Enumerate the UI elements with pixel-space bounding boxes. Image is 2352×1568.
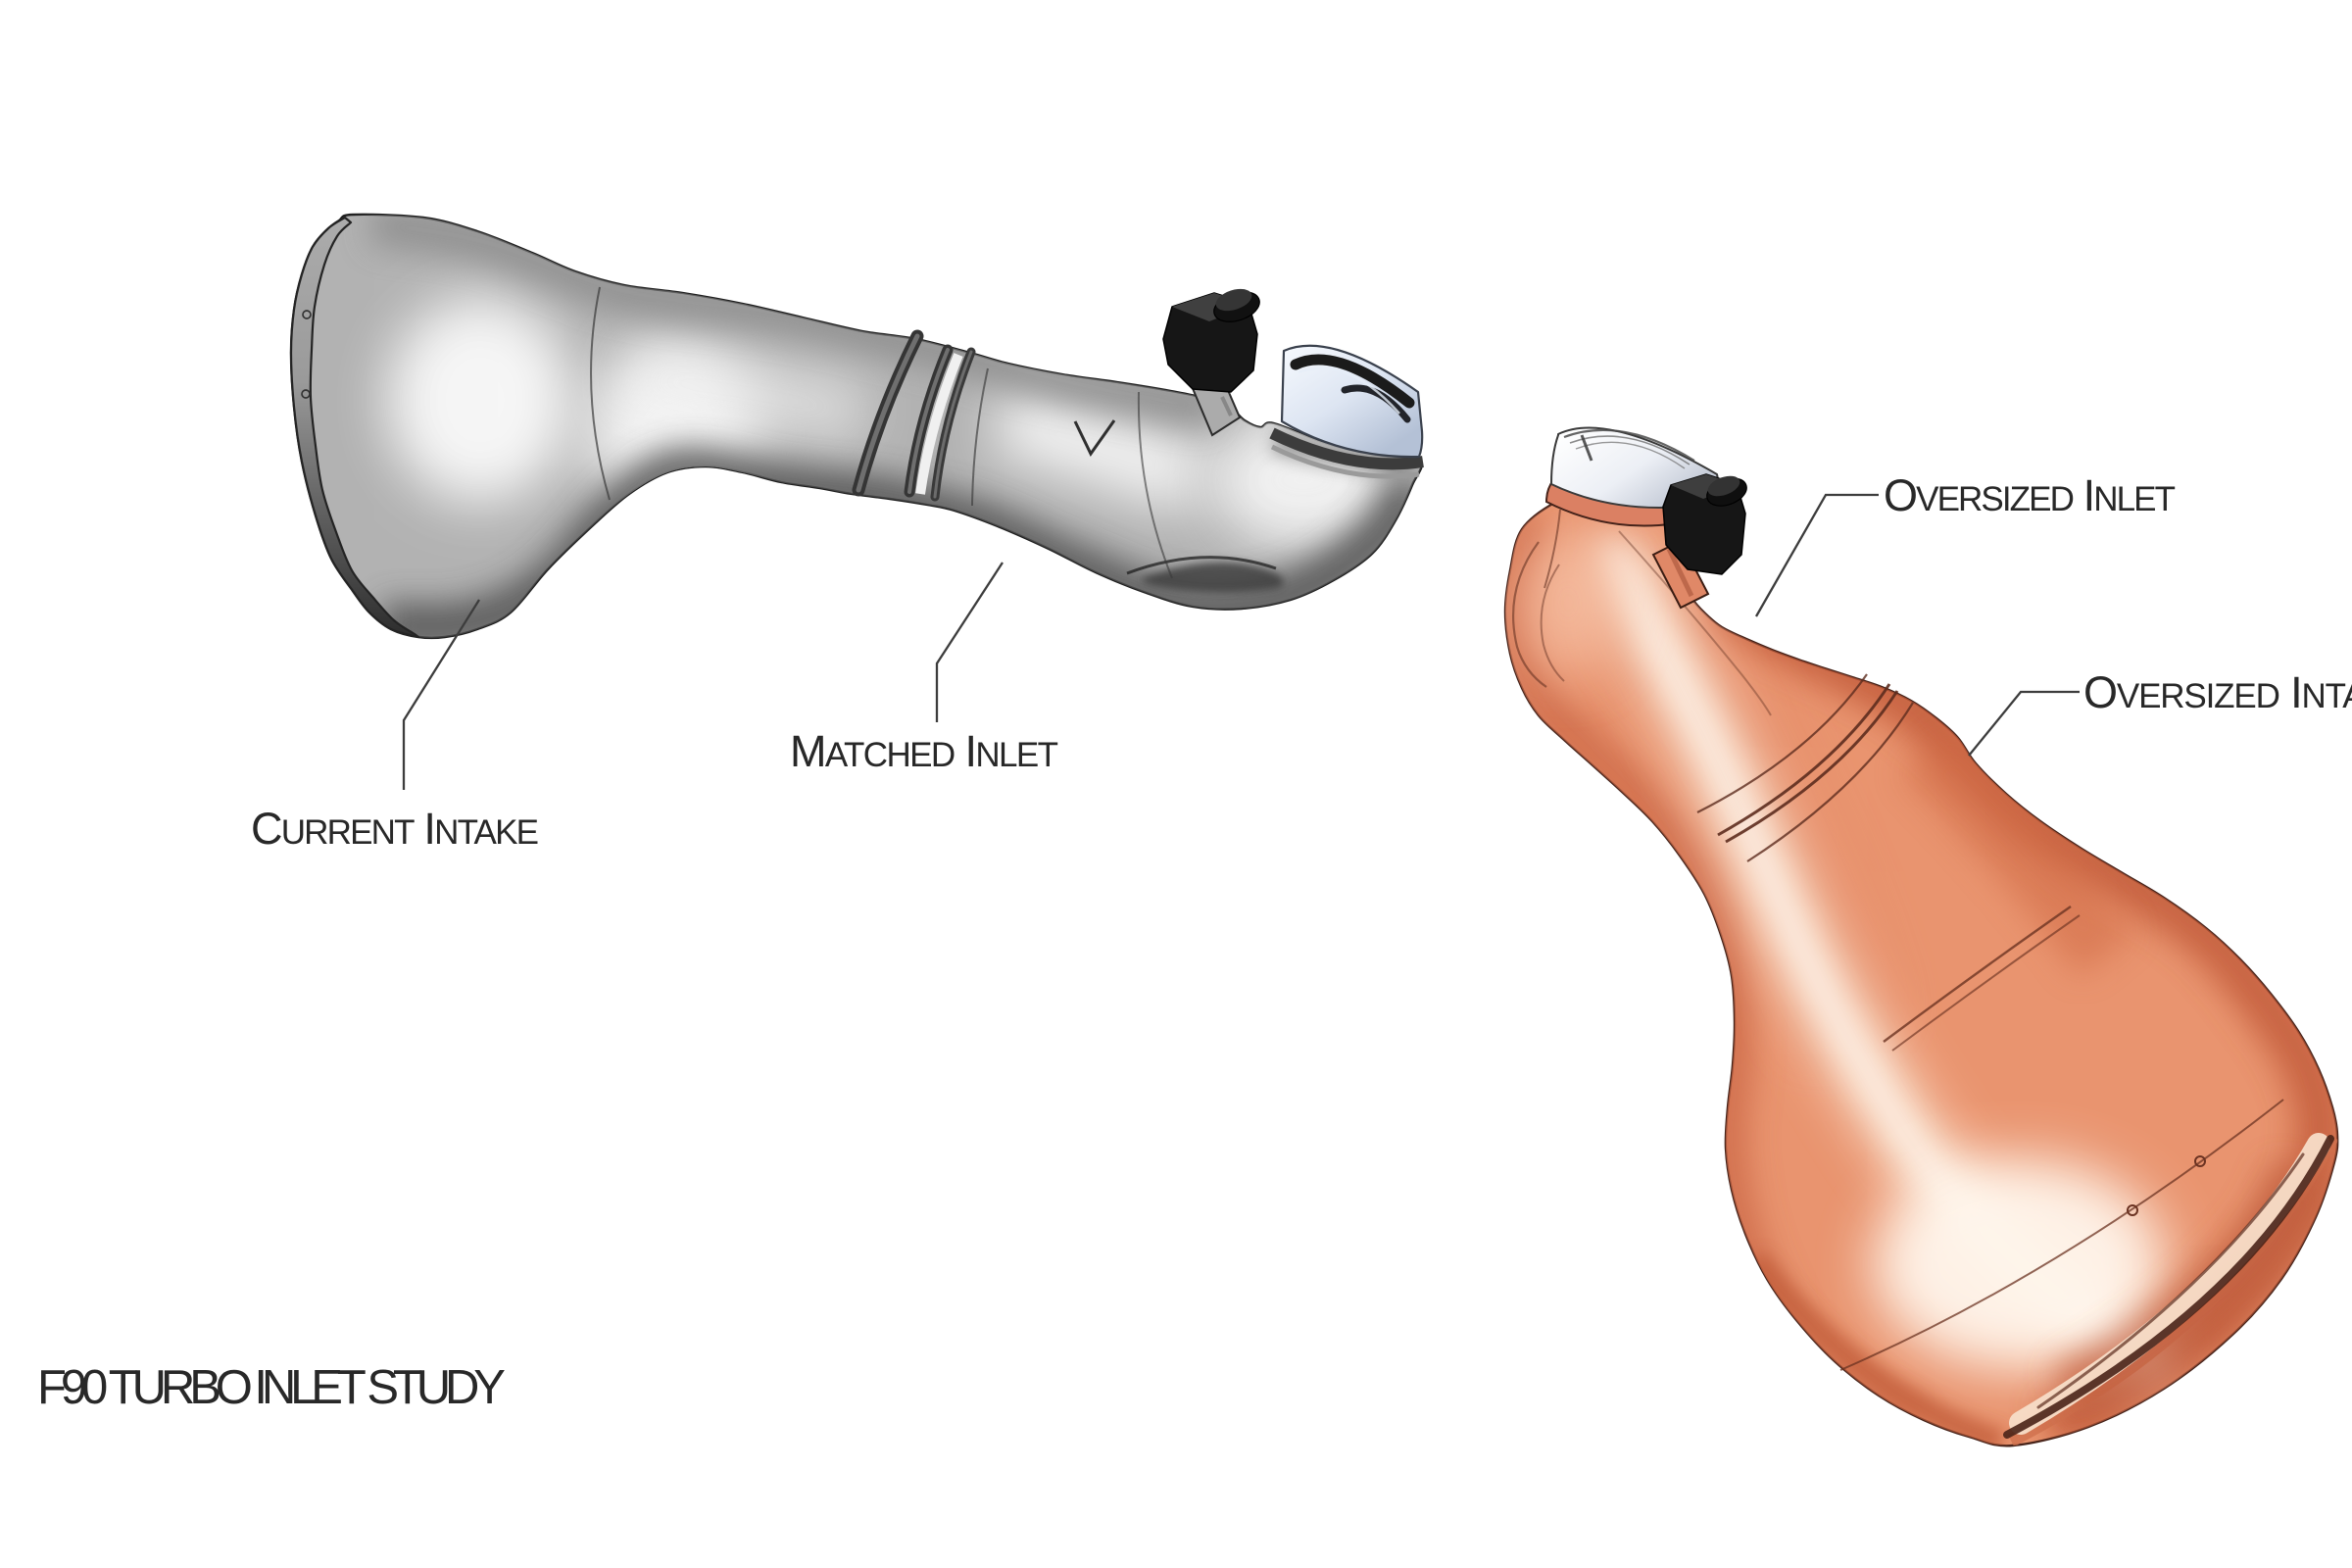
- svg-text:CURRENT INTAKE: CURRENT INTAKE: [251, 804, 539, 854]
- svg-text:MATCHED INLET: MATCHED INLET: [790, 726, 1058, 776]
- svg-text:OVERSIZED INTAKE: OVERSIZED INTAKE: [2083, 667, 2352, 717]
- svg-text:F90 TURBO INLET STUDY: F90 TURBO INLET STUDY: [37, 1361, 506, 1414]
- svg-text:OVERSIZED INLET: OVERSIZED INLET: [1884, 470, 2176, 520]
